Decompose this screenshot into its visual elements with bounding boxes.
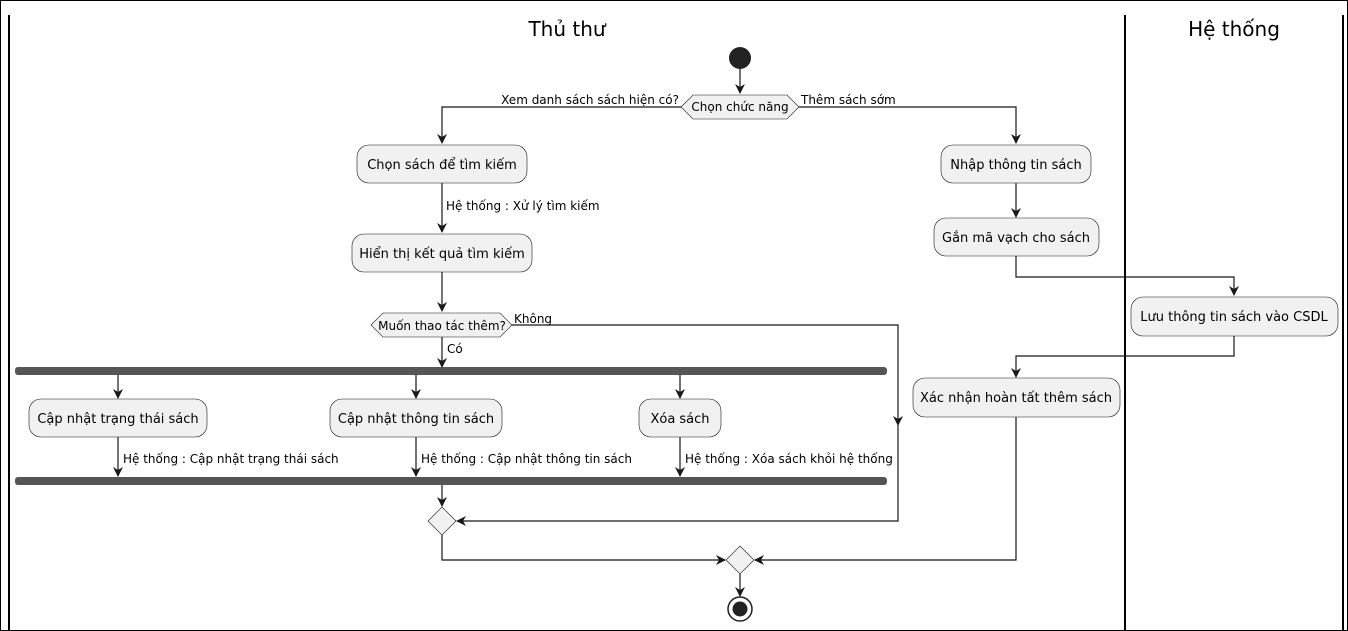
decision-want-more-label: Muốn thao tác thêm? [378,319,506,333]
lane-title-librarian: Thủ thư [527,17,606,41]
edge-confirm-to-final-merge [754,417,1017,565]
edge-label-no: Không [514,312,552,326]
end-node-inner [732,601,748,617]
merge-diamond-final [725,545,755,575]
edge-no-branch [512,324,903,426]
activity-confirm-add-label: Xác nhận hoàn tất thêm sách [920,391,1112,406]
activity-attach-barcode-label: Gắn mã vạch cho sách [942,231,1090,246]
edge-label-sys-update-info: Hệ thống : Cập nhật thông tin sách [421,452,632,466]
activity-delete-book-label: Xóa sách [650,412,709,427]
activity-update-info-label: Cập nhật thông tin sách [338,412,494,427]
edge-label-yes: Có [447,342,463,356]
edge-label-view-list: Xem danh sách sách hiện có? [501,93,679,107]
edge-label-sys-search: Hệ thống : Xử lý tìm kiếm [446,199,600,213]
edge-label-add-book: Thêm sách sớm [800,93,896,107]
edge-barcode-to-save [1015,256,1239,296]
lane-title-system: Hệ thống [1188,17,1280,41]
edge-choice-to-search [437,106,681,144]
edge-label-sys-delete: Hệ thống : Xóa sách khỏi hệ thống [685,452,893,466]
activity-enter-info-label: Nhập thông tin sách [950,158,1081,173]
edge-no-to-merge [456,425,899,526]
edge-choice-to-enter-info [799,106,1021,144]
activity-choose-book-search-label: Chọn sách để tìm kiếm [367,158,517,173]
activity-update-status-label: Cập nhật trạng thái sách [37,412,198,427]
edge-left-merge-to-final-merge [441,535,726,565]
decision-choose-function-label: Chọn chức năng [691,100,788,114]
fork-bar [15,367,887,375]
edge-label-sys-update-status: Hệ thống : Cập nhật trạng thái sách [123,452,339,466]
edge-save-to-confirm [1011,336,1235,378]
merge-diamond-left [427,506,457,536]
activity-show-results-label: Hiển thị kết quả tìm kiếm [359,247,525,262]
activity-save-db-label: Lưu thông tin sách vào CSDL [1140,310,1328,325]
start-node [729,47,751,69]
join-bar [15,477,887,485]
